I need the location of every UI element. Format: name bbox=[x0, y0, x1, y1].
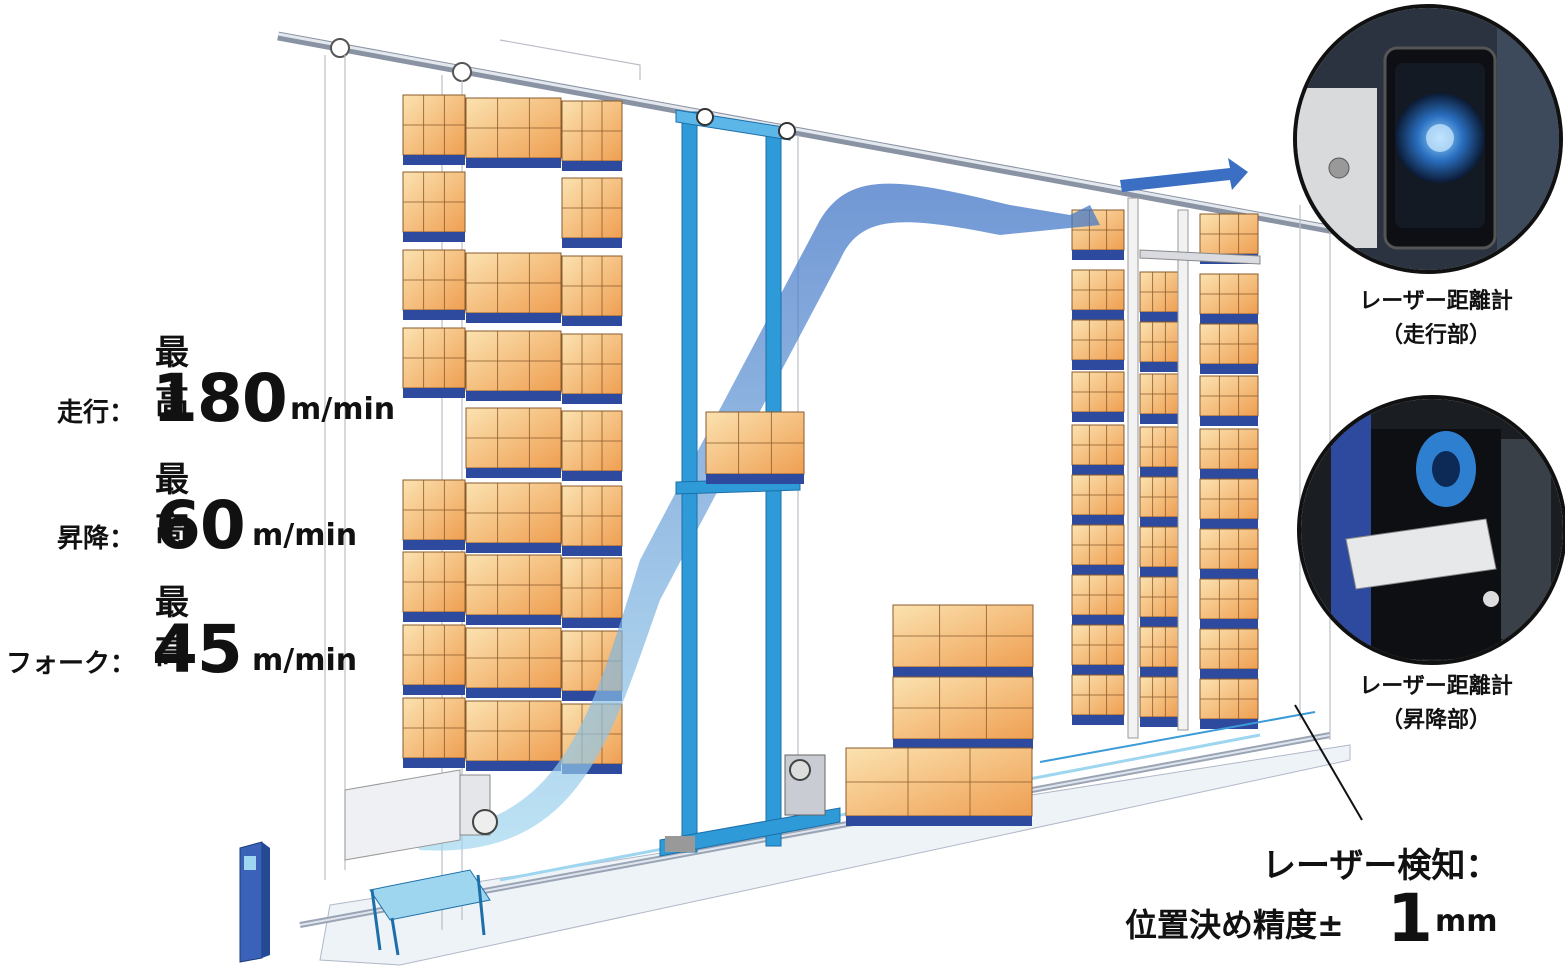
positioning-accuracy-unit: mm bbox=[1435, 904, 1498, 939]
floor-pallet bbox=[845, 747, 1033, 826]
right-rack-pallet bbox=[1071, 524, 1125, 575]
right-rack-pallet bbox=[1139, 526, 1179, 577]
left-rack-pallet bbox=[561, 333, 623, 404]
travel-laser-sensor-photo bbox=[1293, 4, 1563, 274]
right-rack-pallet bbox=[1199, 628, 1259, 679]
left-rack-pallet bbox=[465, 482, 562, 553]
right-rack-pallet bbox=[1199, 678, 1259, 729]
sensor-caption-travel-line2: （走行部） bbox=[1380, 323, 1491, 348]
right-rack-pallet bbox=[1199, 375, 1259, 426]
spec-fork-unit: m/min bbox=[252, 643, 358, 678]
left-rack-pallet bbox=[561, 410, 623, 481]
left-rack-pallet bbox=[465, 627, 562, 698]
carried-pallet bbox=[705, 411, 805, 484]
sensor-caption-travel: レーザー距離計 （走行部） bbox=[1326, 285, 1546, 353]
right-rack-pallet bbox=[1139, 426, 1179, 477]
control-panel bbox=[239, 841, 270, 963]
left-rack-pallet bbox=[402, 551, 466, 622]
sensor-caption-lift-line1: レーザー距離計 bbox=[1359, 674, 1513, 699]
right-rack bbox=[1071, 209, 1259, 729]
lift-sensor-icon bbox=[1301, 399, 1563, 661]
floor-pallet bbox=[892, 604, 1034, 677]
right-rack-pallet bbox=[1139, 271, 1179, 322]
right-rack-pallet bbox=[1071, 674, 1125, 725]
positioning-accuracy-prefix: 位置決め精度± bbox=[1125, 906, 1344, 944]
right-rack-pallet bbox=[1071, 624, 1125, 675]
left-rack bbox=[402, 94, 623, 774]
spec-travel-value: 180 bbox=[152, 360, 288, 437]
left-rack-pallet bbox=[465, 330, 562, 401]
left-rack-pallet bbox=[465, 554, 562, 625]
left-rack-pallet bbox=[465, 407, 562, 478]
spec-lift-value: 60 bbox=[155, 487, 246, 564]
spec-travel-label: 走行： bbox=[57, 398, 136, 428]
spec-lift-top: 最高 bbox=[155, 460, 190, 549]
right-rack-pallet bbox=[1139, 576, 1179, 627]
right-rack-pallet bbox=[1139, 626, 1179, 677]
spec-fork-label: フォーク： bbox=[6, 649, 137, 679]
left-rack-pallet bbox=[561, 255, 623, 326]
sensor-caption-lift-line2: （昇降部） bbox=[1380, 708, 1491, 733]
left-rack-pallet bbox=[465, 700, 562, 771]
right-rack-pallet bbox=[1139, 321, 1179, 372]
right-rack-pallet bbox=[1139, 373, 1179, 424]
left-rack-pallet bbox=[402, 624, 466, 695]
right-mast bbox=[1127, 197, 1261, 739]
spec-lift-label: 昇降： bbox=[57, 524, 136, 554]
left-rack-pallet bbox=[402, 94, 466, 165]
right-rack-pallet bbox=[1071, 319, 1125, 370]
right-rack-pallet bbox=[1071, 209, 1125, 260]
floor-pallet-stacks bbox=[845, 604, 1034, 826]
sensor-caption-travel-line1: レーザー距離計 bbox=[1359, 289, 1513, 314]
transfer-flow-arrow bbox=[400, 158, 1248, 851]
left-rack-pallet bbox=[465, 97, 562, 168]
spec-travel-unit: m/min bbox=[290, 392, 396, 427]
right-rack-pallet bbox=[1199, 478, 1259, 529]
laser-detection-title: レーザー検知： bbox=[1262, 846, 1500, 886]
crane-load bbox=[705, 411, 805, 484]
top-rail bbox=[277, 31, 1346, 237]
lift-laser-sensor-photo bbox=[1297, 395, 1565, 665]
right-rack-pallet bbox=[1199, 428, 1259, 479]
left-rack-pallet bbox=[402, 171, 466, 242]
right-rack-pallet bbox=[1071, 424, 1125, 475]
left-rack-pallet bbox=[402, 697, 466, 768]
right-rack-pallet bbox=[1199, 528, 1259, 579]
left-rack-pallet bbox=[465, 252, 562, 323]
right-rack-pallet bbox=[1071, 371, 1125, 422]
spec-lift-unit: m/min bbox=[252, 518, 358, 553]
stacker-crane bbox=[659, 108, 841, 857]
left-rack-pallet bbox=[561, 177, 623, 248]
right-rack-pallet bbox=[1071, 574, 1125, 625]
floor-pallet bbox=[892, 676, 1034, 749]
left-rack-pallet bbox=[402, 249, 466, 320]
right-rack-pallet bbox=[1199, 578, 1259, 629]
positioning-accuracy-value: 1 bbox=[1387, 880, 1433, 957]
laser-beam bbox=[1039, 704, 1363, 821]
right-rack-pallet bbox=[1199, 273, 1259, 324]
right-rack-pallet bbox=[1071, 269, 1125, 320]
left-rack-pallet bbox=[402, 327, 466, 398]
input-conveyor-station bbox=[344, 769, 498, 956]
right-rack-pallet bbox=[1139, 476, 1179, 527]
right-rack-pallet bbox=[1199, 323, 1259, 374]
spec-fork-top: 最高 bbox=[155, 583, 190, 672]
travel-sensor-icon bbox=[1297, 8, 1559, 270]
right-rack-pallet bbox=[1139, 676, 1179, 727]
sensor-caption-lift: レーザー距離計 （昇降部） bbox=[1326, 670, 1546, 738]
left-rack-pallet bbox=[561, 485, 623, 556]
spec-fork-value: 45 bbox=[152, 611, 243, 688]
left-rack-pallet bbox=[561, 557, 623, 628]
right-rack-pallet bbox=[1071, 474, 1125, 525]
left-rack-pallet bbox=[561, 100, 623, 171]
left-rack-pallet bbox=[402, 479, 466, 550]
spec-travel-top: 最高 bbox=[155, 333, 190, 422]
